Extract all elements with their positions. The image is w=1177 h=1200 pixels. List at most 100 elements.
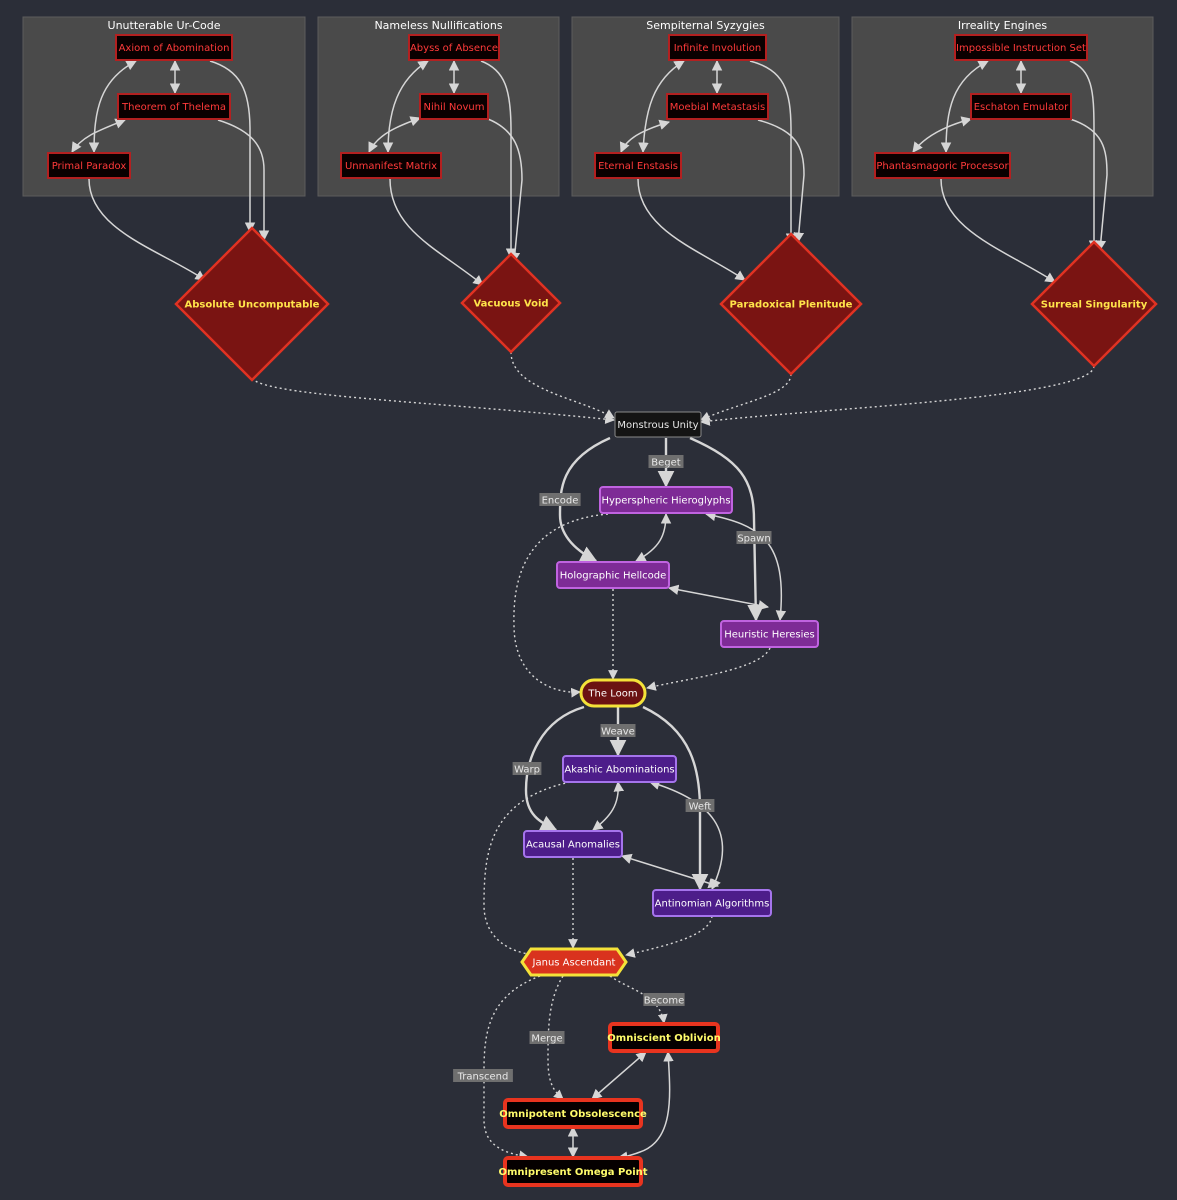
- node-label: Abyss of Absence: [410, 43, 498, 54]
- node-omniscient-oblivion[interactable]: Omniscient Oblivion: [607, 1022, 721, 1053]
- node-label: Heuristic Heresies: [724, 630, 815, 641]
- node-label: Unmanifest Matrix: [345, 161, 437, 172]
- node-unmanifest-matrix[interactable]: Unmanifest Matrix: [340, 152, 442, 179]
- edge-hc-he: [667, 584, 770, 611]
- edge-ak-aa: [592, 780, 625, 831]
- hexagon-shape: [520, 947, 628, 977]
- edge-ja-ob: [547, 975, 564, 1100]
- edge-label-text: Warp: [514, 765, 540, 776]
- edge-label-become: Become: [643, 993, 685, 1007]
- node-holographic-hellcode[interactable]: Holographic Hellcode: [556, 561, 670, 589]
- edge-label-text: Weft: [689, 802, 712, 813]
- edge-s1-d3: [749, 60, 797, 245]
- node-label: Eschaton Emulator: [974, 102, 1069, 113]
- edge-label-background: [736, 531, 772, 544]
- diamond-shape: [460, 252, 562, 354]
- node-impossible-instruction-set[interactable]: Impossible Instruction Set: [954, 34, 1088, 61]
- node-theorem-of-thelema[interactable]: Theorem of Thelema: [117, 93, 231, 120]
- node-box: [666, 93, 769, 120]
- node-primal-paradox[interactable]: Primal Paradox: [47, 152, 131, 179]
- node-box: [652, 889, 772, 917]
- node-box: [874, 152, 1011, 179]
- node-paradoxical-plenitude[interactable]: Paradoxical Plenitude: [719, 232, 863, 376]
- edge-ja-op: [483, 975, 541, 1161]
- node-label: Axiom of Abomination: [119, 43, 230, 54]
- node-hyperspheric-hieroglyphs[interactable]: Hyperspheric Hieroglyphs: [599, 486, 733, 514]
- edge-a1-d1: [209, 60, 256, 234]
- node-antinomian-algorithms[interactable]: Antinomian Algorithms: [652, 889, 772, 917]
- node-label: Absolute Uncomputable: [185, 300, 320, 311]
- edge-label-encode: Encode: [539, 493, 581, 507]
- edge-loom-aa: [524, 705, 585, 832]
- edge-ja-oo: [609, 975, 668, 1024]
- node-nihil-novum[interactable]: Nihil Novum: [419, 93, 489, 120]
- node-monstrous-unity[interactable]: Monstrous Unity: [614, 411, 702, 438]
- node-label: Paradoxical Plenitude: [730, 300, 853, 311]
- edge-b2-b3: [368, 116, 421, 153]
- node-label: Nihil Novum: [424, 102, 485, 113]
- node-axiom-of-abomination[interactable]: Axiom of Abomination: [115, 34, 233, 61]
- node-infinite-involution[interactable]: Infinite Involution: [668, 34, 767, 61]
- node-box: [614, 411, 702, 438]
- edge-a3-d1: [88, 178, 206, 281]
- edge-mu-hc: [558, 436, 611, 563]
- node-box: [599, 486, 733, 514]
- node-vacuous-void[interactable]: Vacuous Void: [460, 252, 562, 354]
- edge-he-loom: [646, 647, 771, 691]
- node-label: Janus Ascendant: [532, 958, 616, 969]
- edge-label-spawn: Spawn: [736, 531, 772, 545]
- node-eternal-enstasis[interactable]: Eternal Enstasis: [594, 152, 682, 179]
- node-box: [720, 620, 819, 648]
- node-omnipresent-omega-point[interactable]: Omnipresent Omega Point: [498, 1156, 648, 1187]
- edge-label-background: [648, 455, 684, 468]
- edge-loom-an: [642, 705, 709, 891]
- node-janus-ascendant[interactable]: Janus Ascendant: [520, 947, 628, 977]
- edge-e2-d4: [1069, 118, 1108, 252]
- node-heuristic-heresies[interactable]: Heuristic Heresies: [720, 620, 819, 648]
- node-box: [556, 561, 670, 589]
- node-label: Hyperspheric Hieroglyphs: [601, 496, 730, 507]
- node-absolute-uncomputable[interactable]: Absolute Uncomputable: [174, 226, 330, 382]
- edge-label-weave: Weave: [600, 724, 636, 738]
- cluster-title: Irreality Engines: [958, 19, 1047, 32]
- node-label: The Loom: [587, 689, 637, 700]
- node-the-loom[interactable]: The Loom: [579, 678, 647, 708]
- edge-hh-loom: [513, 513, 609, 698]
- edge-ak-ja: [483, 781, 571, 960]
- edge-a2-d1: [217, 119, 270, 242]
- edge-label-background: [539, 493, 581, 506]
- diamond-shape: [719, 232, 863, 376]
- node-label: Holographic Hellcode: [560, 571, 667, 582]
- edge-b3-d2: [389, 178, 484, 286]
- cluster-title: Unutterable Ur-Code: [108, 19, 221, 32]
- edge-aa-an: [620, 853, 720, 889]
- node-phantasmagoric-processor[interactable]: Phantasmagoric Processor: [874, 152, 1011, 179]
- edge-s2-s3: [619, 119, 671, 153]
- node-akashic-abominations[interactable]: Akashic Abominations: [562, 755, 677, 783]
- node-box: [562, 755, 677, 783]
- edge-hh-he: [704, 510, 787, 622]
- node-surreal-singularity[interactable]: Surreal Singularity: [1030, 240, 1158, 368]
- edge-b1-d2: [480, 60, 517, 260]
- node-box: [523, 830, 623, 858]
- node-box: [668, 34, 767, 61]
- edge-d1-mu: [251, 377, 615, 424]
- node-box: [340, 152, 442, 179]
- node-omnipotent-obsolescence[interactable]: Omnipotent Obsolescence: [499, 1098, 647, 1129]
- node-abyss-of-absence[interactable]: Abyss of Absence: [408, 34, 500, 61]
- edges-layer: [71, 59, 1108, 1162]
- node-moebial-metastasis[interactable]: Moebial Metastasis: [666, 93, 769, 120]
- node-box: [579, 678, 647, 708]
- edge-label-transcend: Transcend: [453, 1069, 513, 1083]
- node-acausal-anomalies[interactable]: Acausal Anomalies: [523, 830, 623, 858]
- edge-label-merge: Merge: [529, 1031, 565, 1045]
- node-label: Phantasmagoric Processor: [876, 161, 1009, 172]
- node-label: Acausal Anomalies: [526, 840, 620, 851]
- node-eschaton-emulator[interactable]: Eschaton Emulator: [970, 93, 1072, 120]
- edge-s2-d3: [757, 119, 805, 244]
- edge-s3-d3: [637, 178, 746, 281]
- edge-label-background: [529, 1031, 565, 1044]
- node-label: Surreal Singularity: [1041, 300, 1148, 311]
- edge-a2-a3: [71, 118, 126, 153]
